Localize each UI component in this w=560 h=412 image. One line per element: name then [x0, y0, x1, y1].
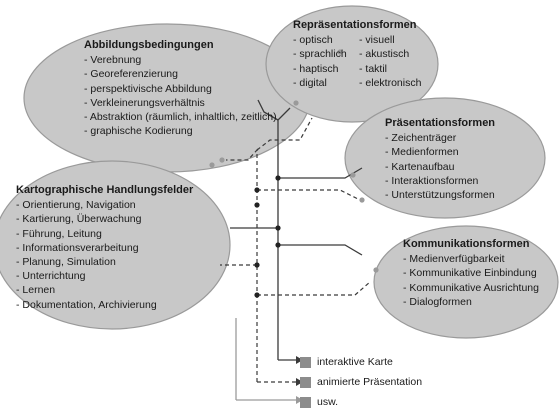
- edge-dot: [337, 49, 343, 55]
- repraesentationsformen-block: Repräsentationsformen - optisch - visuel…: [293, 18, 421, 90]
- list-item: - Führung, Leitung: [16, 227, 102, 240]
- list-item: - Kartenaufbau: [385, 160, 455, 173]
- list-item: - graphische Kodierung: [84, 125, 193, 138]
- abbildungsbedingungen-block: Abbildungsbedingungen - Verebnung - Geor…: [84, 38, 277, 138]
- praesentationsformen-title: Präsentationsformen: [385, 117, 496, 129]
- ellipse-repraesentationsformen: [265, 5, 439, 123]
- legend-swatch: [300, 396, 311, 408]
- list-item: - Kommunikative Ausrichtung: [403, 281, 539, 294]
- list-item: - Verebnung: [84, 54, 142, 67]
- list-item: - Unterstützungsformen: [385, 189, 495, 202]
- ellipse-praesentationsformen: [344, 97, 546, 219]
- path-usw: [235, 318, 296, 401]
- list-item: - Informationsverarbeitung: [16, 241, 139, 254]
- abbildungsbedingungen-title: Abbildungsbedingungen: [84, 39, 214, 51]
- list-item: - Abstraktion (räumlich, inhaltlich, zei…: [84, 111, 277, 124]
- junction-dot: [254, 202, 260, 208]
- list-item: - taktil: [359, 62, 388, 75]
- repraesentationsformen-title: Repräsentationsformen: [293, 19, 417, 31]
- handlungsfelder-block: Kartographische Handlungsfelder - Orient…: [16, 183, 193, 312]
- edge-dot: [219, 157, 225, 163]
- list-item: - Medienformen: [385, 146, 459, 159]
- legend-swatch: [300, 376, 311, 388]
- legend-label: usw.: [317, 396, 339, 408]
- legend-item: animierte Präsentation: [300, 372, 422, 392]
- list-item: - visuell: [359, 34, 395, 47]
- list-item: - Medienverfügbarkeit: [403, 253, 505, 266]
- junction-dot: [275, 242, 281, 248]
- kommunikationsformen-block: Kommunikationsformen - Medienverfügbarke…: [403, 237, 539, 309]
- legend-label: interaktive Karte: [317, 356, 393, 368]
- list-item: - Verkleinerungsverhältnis: [84, 96, 205, 109]
- junction-dot: [254, 262, 260, 268]
- edge-dot: [293, 100, 299, 106]
- arrowhead: [296, 396, 303, 404]
- handlungsfelder-title: Kartographische Handlungsfelder: [16, 184, 194, 196]
- path-interaktive-karte: [230, 99, 363, 361]
- junction-dot: [275, 175, 281, 181]
- list-item: - haptisch: [293, 62, 339, 75]
- arrowhead: [296, 356, 303, 364]
- legend-swatch: [300, 356, 311, 368]
- list-item: - perspektivische Abbildung: [84, 82, 212, 95]
- list-item: - Planung, Simulation: [16, 256, 116, 269]
- kommunikationsformen-title: Kommunikationsformen: [403, 238, 530, 250]
- legend-item: usw.: [300, 392, 422, 412]
- edge-dot: [359, 197, 365, 203]
- ellipse-handlungsfelder: [0, 160, 231, 330]
- list-item: - optisch: [293, 34, 333, 47]
- legend: interaktive Karte animierte Präsentation…: [300, 352, 422, 412]
- edge-dot: [373, 267, 379, 273]
- list-item: - Dokumentation, Archivierung: [16, 298, 157, 311]
- list-item: - Dialogformen: [403, 295, 472, 308]
- ellipse-kommunikationsformen: [373, 225, 559, 339]
- list-item: - Orientierung, Navigation: [16, 199, 136, 212]
- list-item: - Lernen: [16, 284, 56, 297]
- praesentationsformen-block: Präsentationsformen - Zeichenträger - Me…: [385, 116, 495, 202]
- list-item: - Unterrichtung: [16, 270, 86, 283]
- list-item: - Zeichenträger: [385, 132, 457, 145]
- list-item: - Kartierung, Überwachung: [16, 213, 142, 226]
- list-item: - Georeferenzierung: [84, 68, 178, 81]
- list-item: - elektronisch: [359, 76, 422, 89]
- edge-dot: [350, 172, 356, 178]
- legend-label: animierte Präsentation: [317, 376, 423, 388]
- list-item: - sprachlich: [293, 48, 347, 61]
- junction-dot: [275, 225, 281, 231]
- junction-dot: [254, 292, 260, 298]
- legend-item: interaktive Karte: [300, 352, 422, 372]
- edge-dot: [209, 162, 215, 168]
- list-item: - akustisch: [359, 48, 410, 61]
- list-item: - digital: [293, 76, 327, 89]
- arrowhead: [296, 378, 303, 386]
- list-item: - Interaktionsformen: [385, 174, 479, 187]
- junction-dot: [254, 187, 260, 193]
- list-item: - Kommunikative Einbindung: [403, 267, 537, 280]
